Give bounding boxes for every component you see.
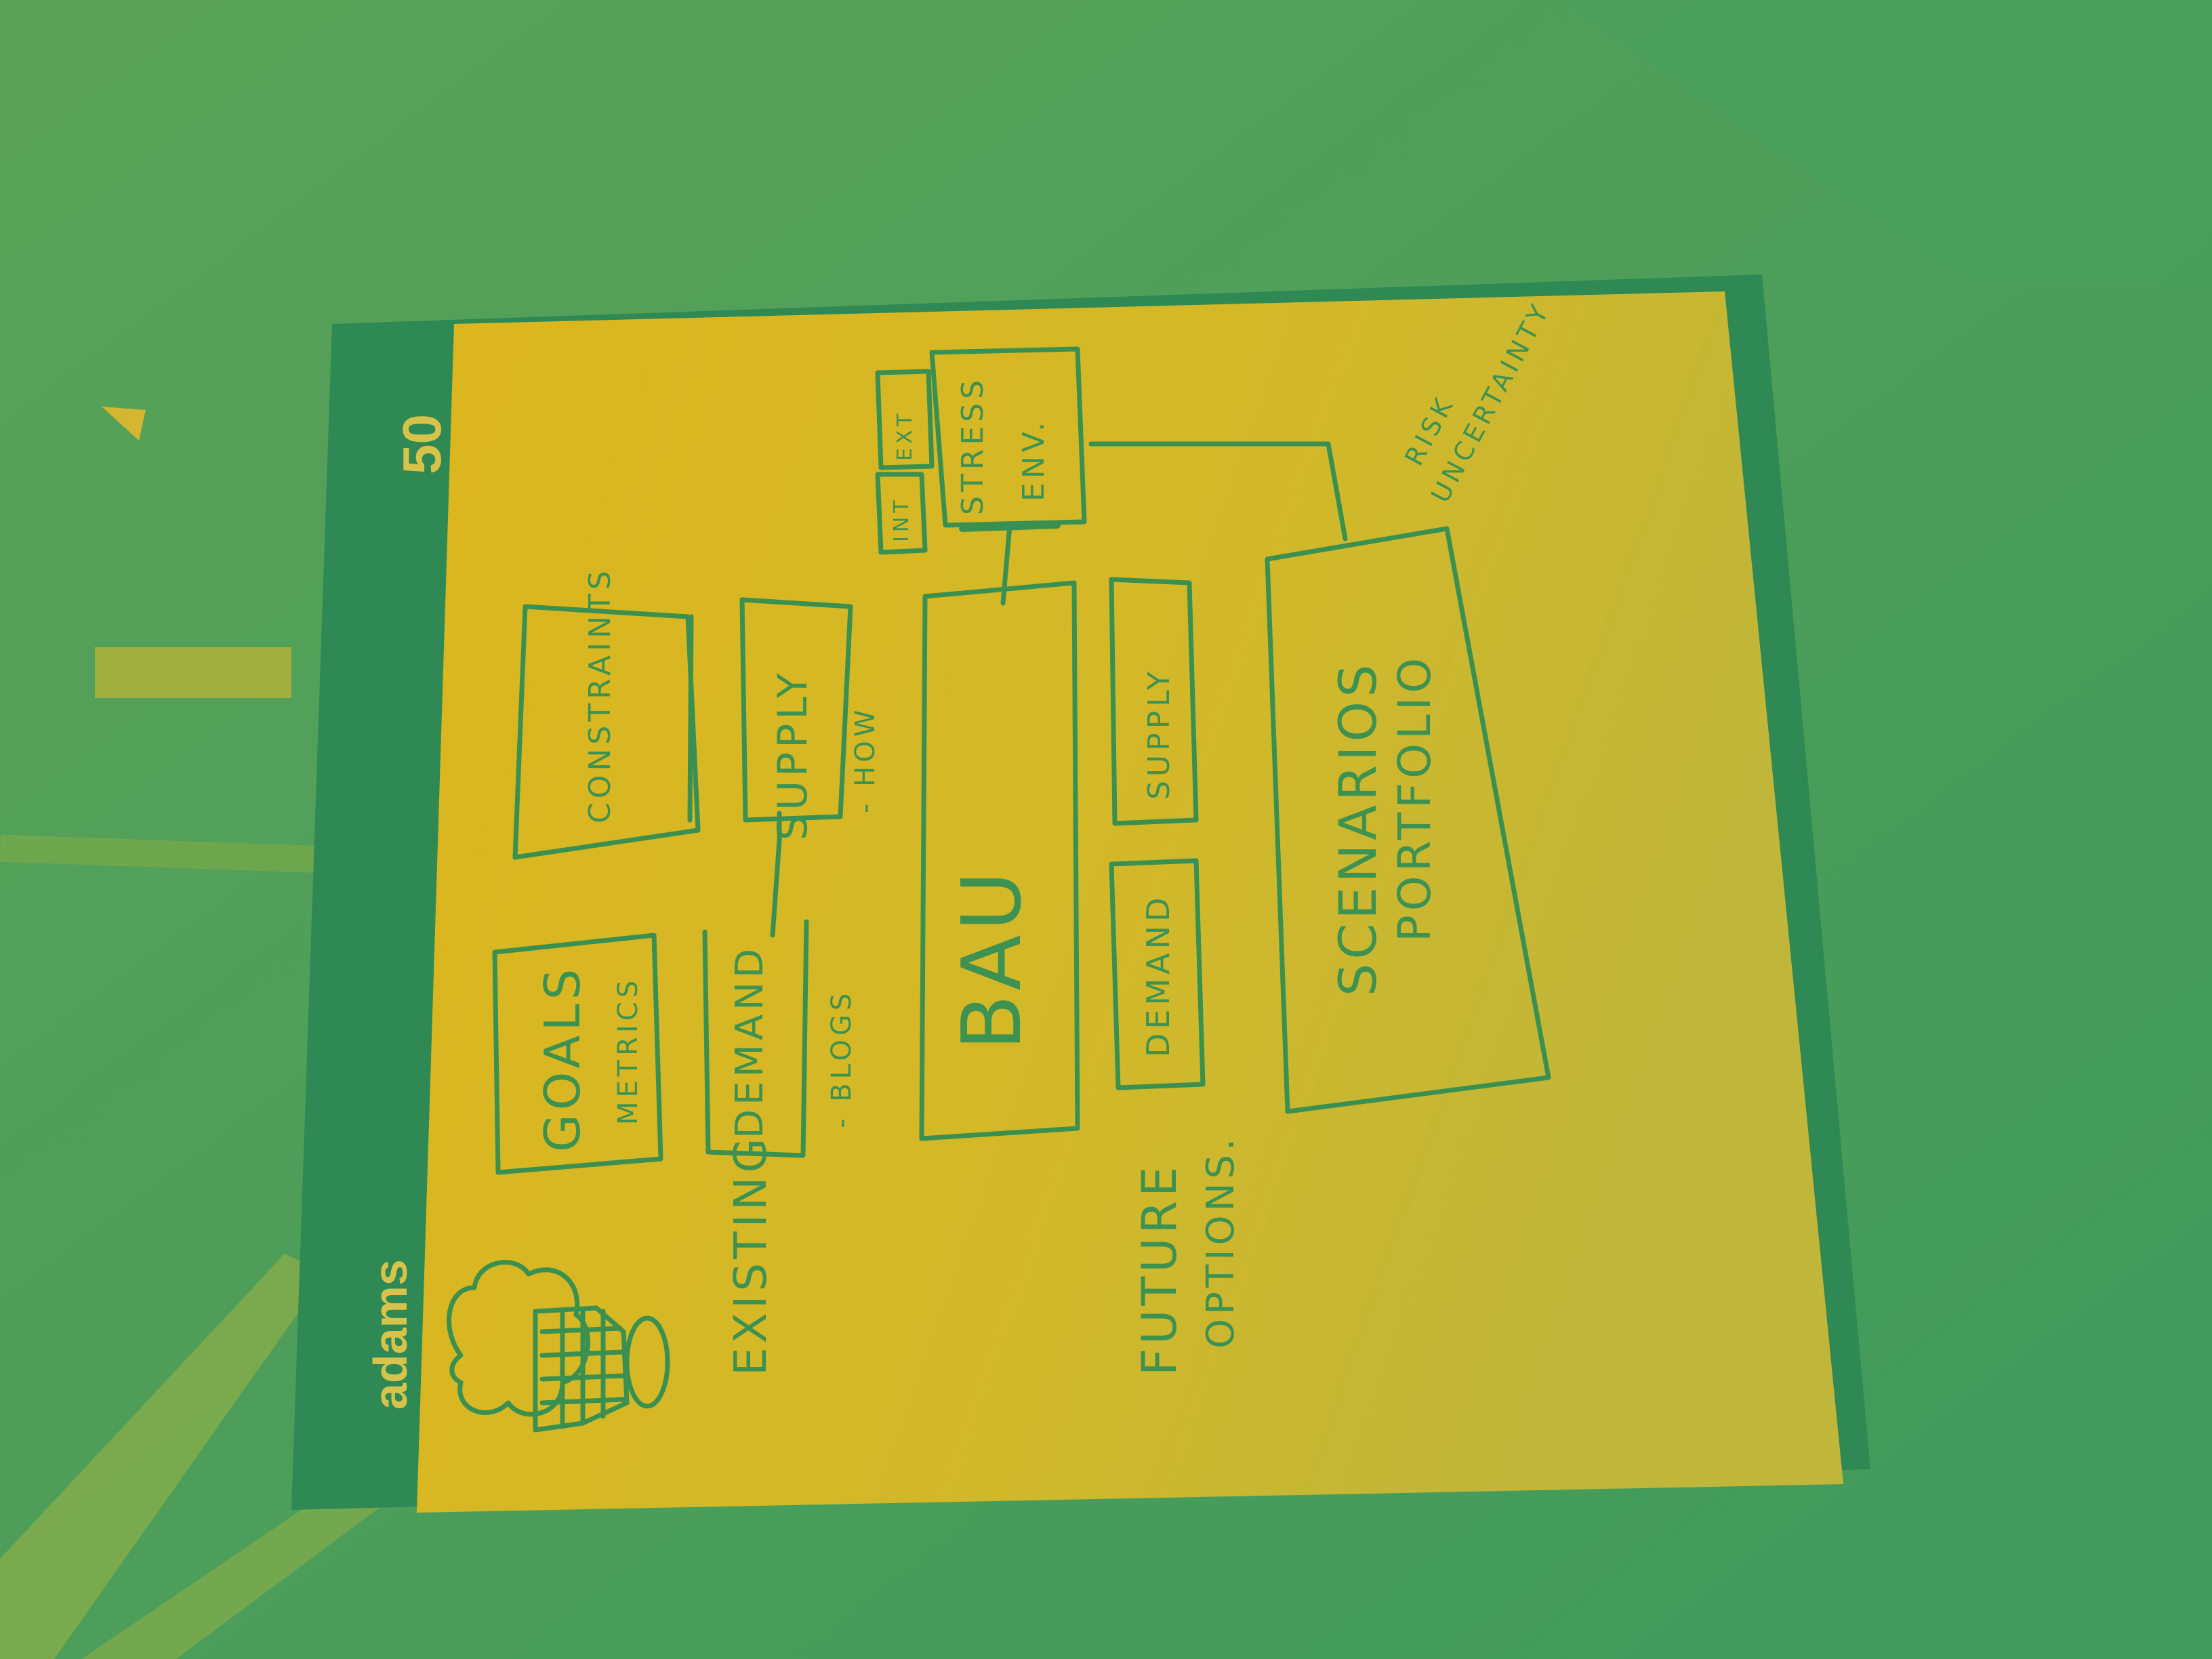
tree-planter-doodle-icon — [447, 1260, 670, 1433]
window-glow-2 — [102, 407, 146, 441]
future-supply-box — [1109, 577, 1199, 826]
goals-label: GOALS — [534, 965, 591, 1152]
constraints-label: CONSTRAINTS — [583, 567, 617, 823]
existing-label: EXISTING — [724, 1134, 777, 1376]
ext-label: EXT — [893, 410, 917, 461]
pad-sheet-count: 50 — [392, 414, 452, 474]
env-label: ENV. — [1017, 418, 1051, 501]
int-label: INT — [890, 496, 914, 542]
supply-label: SUPPLY — [769, 670, 817, 840]
demand-label: DEMAND — [728, 945, 772, 1139]
demand-supply-connector — [770, 811, 782, 938]
window-glow — [95, 647, 291, 698]
goals-box — [492, 933, 663, 1175]
blogs-label: - BLOGS — [826, 989, 857, 1128]
future-demand-box — [1109, 858, 1206, 1090]
options-label: OPTIONS. — [1199, 1134, 1243, 1349]
stress-bau-connector — [1000, 523, 1012, 606]
brand-name: adams — [364, 1259, 417, 1410]
how-label: - HOW — [850, 706, 881, 813]
int-box — [875, 472, 928, 555]
divider-line — [687, 614, 694, 823]
stress-label: STRESS — [956, 376, 990, 515]
future-supply-label: SUPPLY — [1142, 668, 1176, 800]
wall-shadow — [0, 0, 2212, 285]
constraints-box — [512, 604, 701, 860]
portfolio-label: PORTFOLIO — [1389, 654, 1441, 942]
scenarios-box — [1265, 526, 1551, 1114]
metrics-label: METRICS — [613, 977, 644, 1125]
floor-light-streak — [0, 1254, 325, 1659]
scenarios-label: SCENARIOS — [1328, 661, 1388, 996]
table-edge — [0, 834, 326, 874]
future-label: FUTURE — [1132, 1163, 1187, 1376]
paper-sheet — [417, 291, 1843, 1513]
future-demand-label: DEMAND — [1140, 894, 1176, 1057]
ext-box — [875, 369, 935, 470]
pad-branding: adams — [364, 1259, 417, 1410]
stress-scenarios-bracket — [1088, 441, 1348, 541]
bau-label: BAU — [945, 867, 1040, 1050]
demand-box — [702, 919, 809, 1158]
sheet-count: 50 — [392, 414, 452, 474]
stress-underline — [959, 522, 1061, 532]
supply-box — [739, 597, 853, 823]
stress-env-box — [929, 346, 1087, 528]
bau-box — [919, 580, 1080, 1141]
